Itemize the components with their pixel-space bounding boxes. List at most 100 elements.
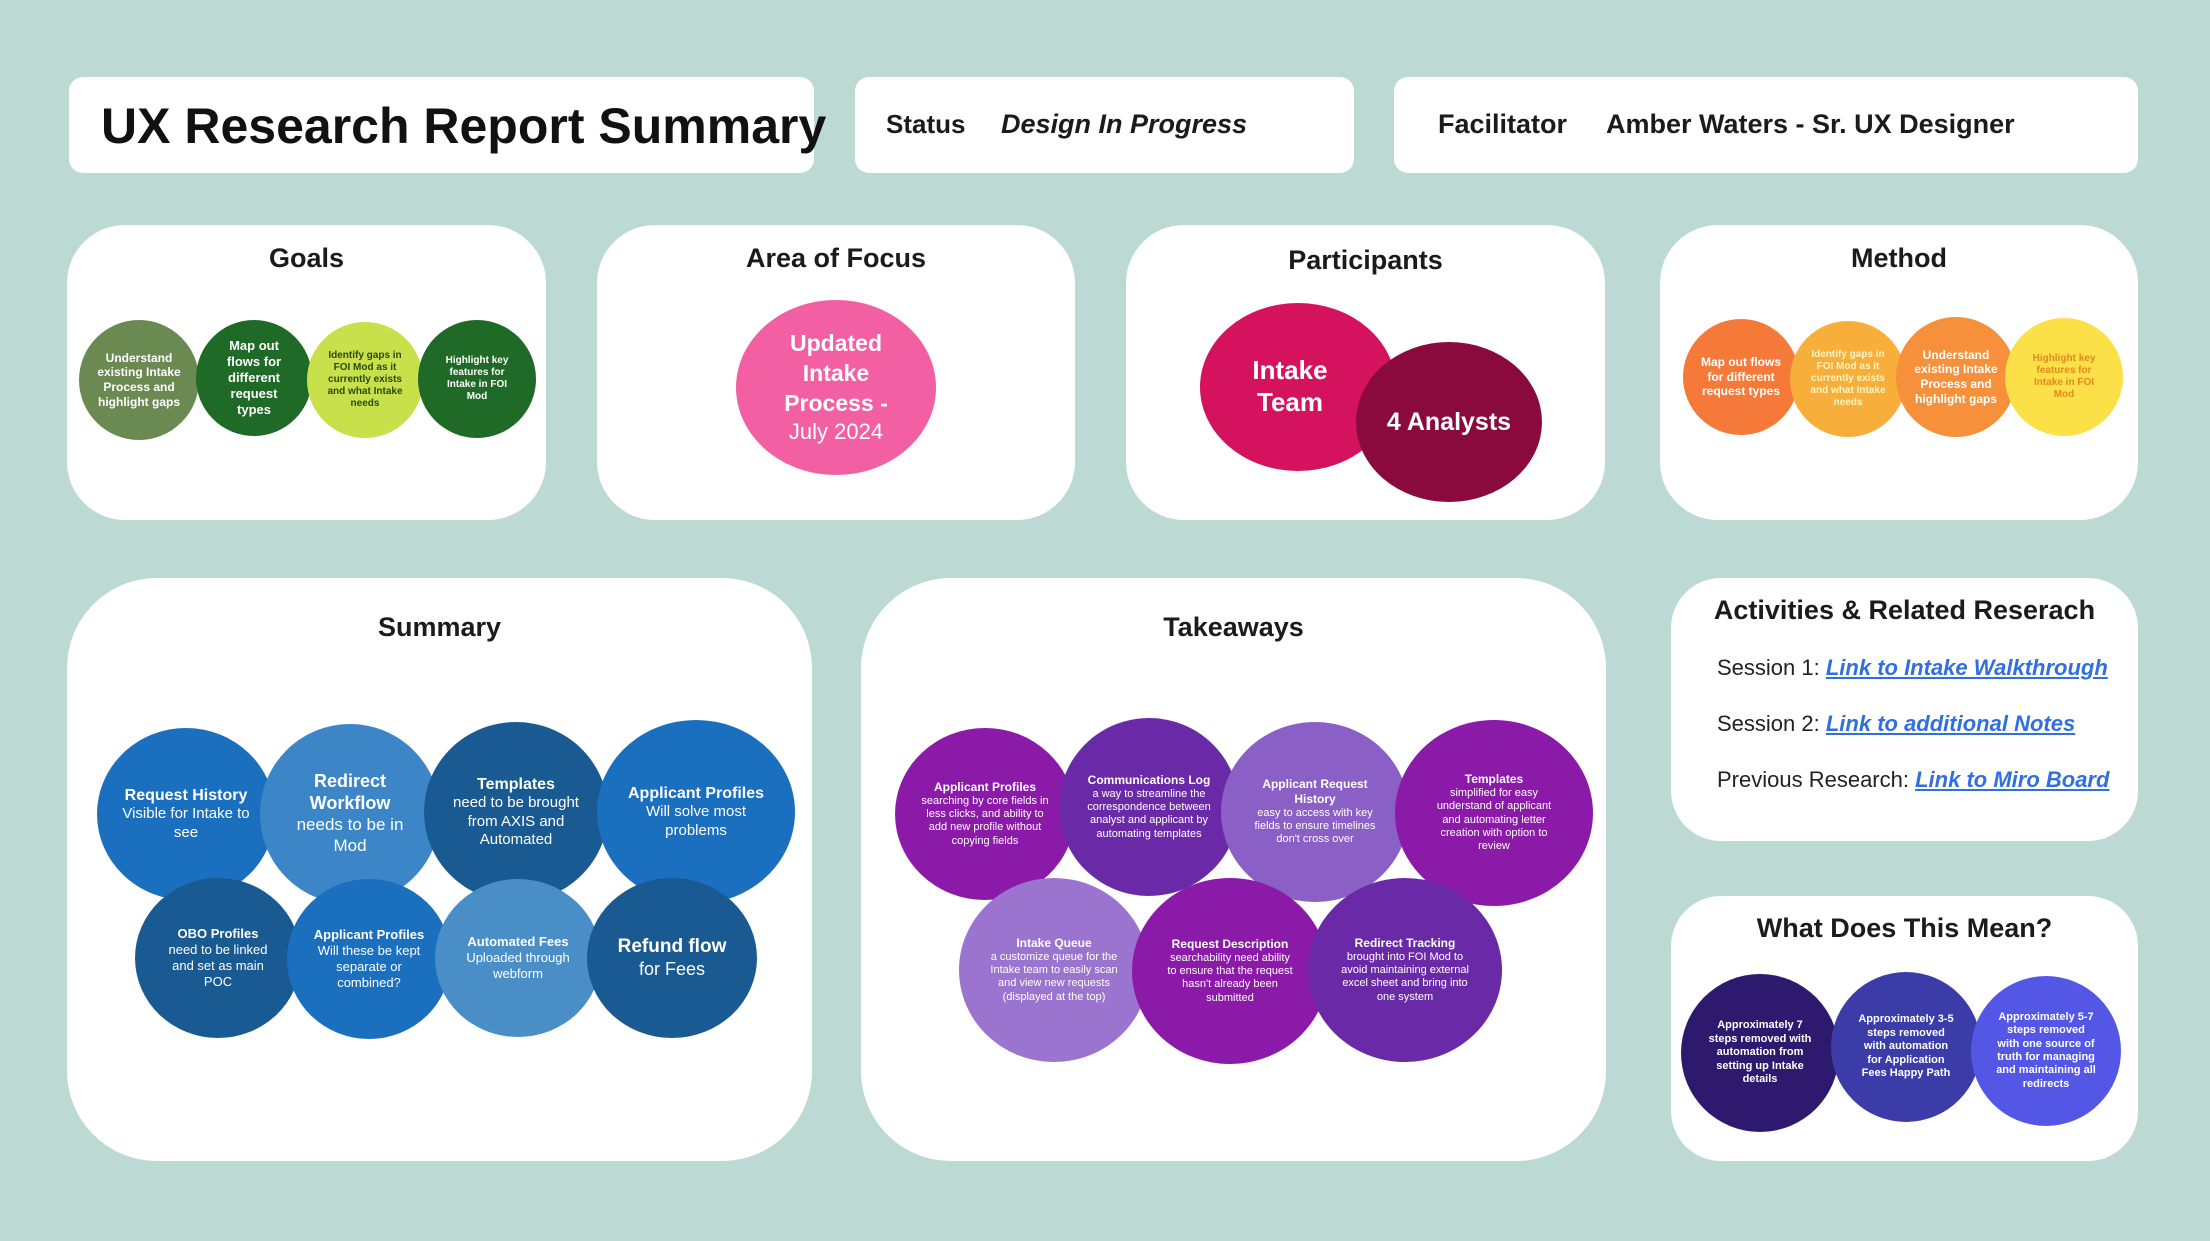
summary-title: Summary	[377, 612, 502, 642]
focus-date: July 2024	[788, 418, 884, 444]
takeaway-text: a customize queue for the Intake team to…	[990, 950, 1118, 1003]
facilitator-card: Facilitator Amber Waters - Sr. UX Design…	[1394, 77, 2138, 173]
goal-text: Understand existing Intake Process and h…	[97, 350, 181, 409]
activity-row: Session 1: Link to Intake Walkthrough	[1717, 655, 2108, 681]
summary-text: need to be brought from AXIS and Automat…	[453, 794, 579, 848]
goals-panel: Goals Understand existing Intake Process…	[67, 225, 546, 520]
method-bubble: Map out flows for different request type…	[1683, 319, 1799, 435]
status-value: Design In Progress	[1001, 109, 1248, 139]
status-card: Status Design In Progress	[855, 77, 1354, 173]
goal-text: Identify gaps in FOI Mod as it currently…	[327, 349, 403, 410]
summary-bold: Templates	[477, 775, 555, 793]
activity-row: Previous Research: Link to Miro Board	[1717, 767, 2109, 793]
goal-bubble: Identify gaps in FOI Mod as it currently…	[307, 322, 423, 438]
takeaway-text: easy to access with key fields to ensure…	[1254, 806, 1376, 846]
goal-bubble: Understand existing Intake Process and h…	[79, 320, 199, 440]
goal-bubble: Map out flows for different request type…	[196, 320, 312, 436]
takeaway-bold: Intake Queue	[1016, 935, 1092, 950]
meaning-bubble: Approximately 7 steps removed with autom…	[1681, 974, 1839, 1132]
summary-bold: Request History	[124, 786, 248, 804]
focus-panel: Area of Focus Updated Intake Process - J…	[597, 225, 1075, 520]
takeaway-bold: Applicant Profiles	[933, 779, 1037, 794]
meaning-text: Approximately 7 steps removed with autom…	[1708, 1019, 1812, 1086]
participant-text: Intake Team	[1252, 355, 1328, 417]
goal-text: Highlight key features for Intake in FOI…	[445, 354, 509, 403]
meaning-text: Approximately 5-7 steps removed with one…	[1996, 1010, 2096, 1090]
participant-text: 4 Analysts	[1386, 407, 1512, 436]
miro-board-link[interactable]: Link to Miro Board	[1915, 767, 2110, 792]
method-text: Understand existing Intake Process and h…	[1914, 347, 1998, 406]
summary-text: needs to be in Mod	[296, 815, 404, 855]
participants-panel: Participants Intake Team 4 Analysts	[1126, 225, 1605, 520]
additional-notes-link[interactable]: Link to additional Notes	[1825, 711, 2076, 736]
takeaway-text: brought into FOI Mod to avoid maintainin…	[1341, 950, 1469, 1003]
status-label: Status	[886, 109, 966, 139]
facilitator-value: Amber Waters - Sr. UX Designer	[1606, 109, 2015, 139]
takeaway-bold: Applicant Request History	[1262, 777, 1368, 806]
activities-panel: Activities & Related Reserach Session 1:…	[1671, 578, 2138, 841]
activity-label: Session 2:	[1717, 711, 1820, 736]
participant-bubble: Intake Team	[1200, 303, 1396, 471]
summary-bold: Refund flow	[617, 936, 727, 958]
method-text: Map out flows for different request type…	[1701, 355, 1781, 399]
takeaway-bold: Redirect Tracking	[1354, 935, 1456, 950]
summary-text: Will solve most problems	[645, 803, 746, 839]
summary-bold: OBO Profiles	[177, 926, 259, 942]
method-bubble: Identify gaps in FOI Mod as it currently…	[1790, 321, 1906, 437]
meaning-text: Approximately 3-5 steps removed with aut…	[1858, 1013, 1954, 1080]
takeaway-text: searchability need ability to ensure tha…	[1167, 951, 1293, 1004]
summary-bold: Applicant Profiles	[313, 927, 425, 943]
summary-text: for Fees	[638, 958, 706, 979]
participant-bubble: 4 Analysts	[1356, 342, 1542, 502]
goal-text: Map out flows for different request type…	[226, 338, 282, 417]
meaning-panel: What Does This Mean? Approximately 7 ste…	[1671, 896, 2138, 1161]
meaning-title: What Does This Mean?	[1756, 913, 2053, 943]
summary-text: Uploaded through webform	[466, 950, 570, 981]
focus-title: Area of Focus	[745, 243, 927, 273]
facilitator-label: Facilitator	[1438, 109, 1568, 139]
summary-bold: Automated Fees	[467, 934, 569, 950]
summary-text: Will these be kept separate or combined?	[317, 943, 421, 990]
activity-label: Previous Research:	[1717, 767, 1909, 792]
activity-label: Session 1:	[1717, 655, 1820, 680]
method-panel: Method Map out flows for different reque…	[1660, 225, 2138, 520]
method-text: Highlight key features for Intake in FOI…	[2032, 352, 2096, 401]
page-title: UX Research Report Summary	[101, 98, 827, 154]
meaning-bubble: Approximately 3-5 steps removed with aut…	[1831, 972, 1981, 1122]
intake-walkthrough-link[interactable]: Link to Intake Walkthrough	[1825, 655, 2108, 680]
report-title-card: UX Research Report Summary	[69, 77, 826, 173]
meaning-bubble: Approximately 5-7 steps removed with one…	[1971, 976, 2121, 1126]
goal-bubble: Highlight key features for Intake in FOI…	[418, 320, 536, 438]
goals-title: Goals	[268, 243, 345, 273]
activity-row: Session 2: Link to additional Notes	[1717, 711, 2075, 737]
summary-bold: Applicant Profiles	[627, 784, 765, 802]
takeaway-text: simplified for easy understand of applic…	[1436, 786, 1552, 853]
takeaway-bold: Request Description	[1171, 936, 1289, 951]
takeaway-bold: Templates	[1464, 772, 1524, 787]
summary-bold: Redirect Workflow	[309, 771, 391, 814]
takeaways-title: Takeaways	[1163, 612, 1304, 642]
focus-text: Updated Intake Process -	[784, 330, 888, 417]
method-text: Identify gaps in FOI Mod as it currently…	[1810, 348, 1886, 409]
takeaway-bold: Communications Log	[1087, 772, 1211, 787]
participants-title: Participants	[1288, 245, 1443, 275]
activities-title: Activities & Related Reserach	[1713, 595, 2096, 625]
method-bubble: Understand existing Intake Process and h…	[1896, 317, 2016, 437]
takeaway-text: searching by core fields in less clicks,…	[921, 794, 1049, 847]
summary-text: need to be linked and set as main POC	[168, 942, 268, 989]
takeaway-text: a way to streamline the correspondence b…	[1087, 787, 1211, 840]
focus-bubble: Updated Intake Process - July 2024	[736, 300, 936, 475]
